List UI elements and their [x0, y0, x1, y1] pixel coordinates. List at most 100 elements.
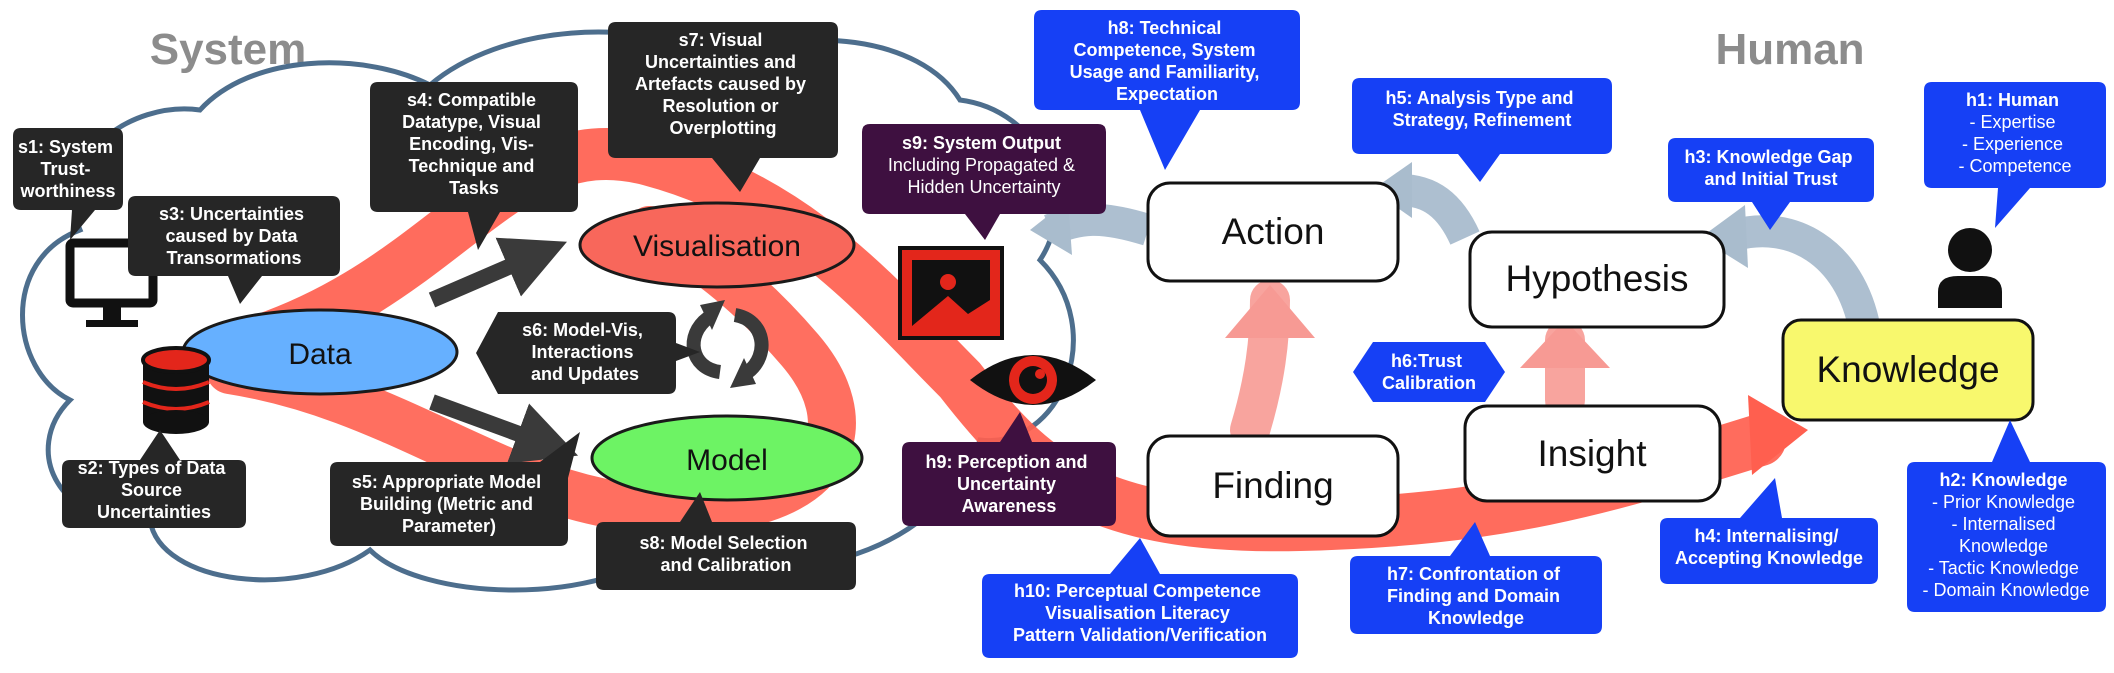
refresh-arrowhead-top	[700, 300, 725, 330]
callout-h7-line3: Knowledge	[1428, 608, 1524, 628]
svg-text:s2: Types of Data Source: s2: Types of Data Source Uncertainties	[78, 458, 231, 522]
callout-s7-line2: Uncertainties and	[645, 52, 796, 72]
database-icon	[141, 346, 211, 434]
action-node[interactable]	[1146, 181, 1400, 283]
callout-s2-line1: s2: Types of Data	[78, 458, 227, 478]
action-node-label: Action	[1222, 211, 1325, 252]
callout-s8-line2: and Calibration	[660, 555, 791, 575]
callout-s7-line1: s7: Visual	[679, 30, 763, 50]
hypothesis-node-label: Hypothesis	[1505, 258, 1688, 299]
data-node-label: Data	[288, 338, 352, 371]
callout-s4-line5: Tasks	[449, 178, 499, 198]
callout-h8-line3: Usage and Familiarity,	[1070, 62, 1260, 82]
callout-s6-line3: and Updates	[531, 364, 639, 384]
callout-s1-line1: s1: System	[18, 137, 113, 157]
callout-s7: s7: Visual Uncertainties and Artefacts c…	[608, 22, 838, 192]
svg-text:h2: Knowledge - Prior Kn: h2: Knowledge - Prior Knowledge - Intern…	[1922, 470, 2089, 600]
finding-node[interactable]	[1146, 434, 1400, 538]
callout-s7-line4: Resolution or	[662, 96, 778, 116]
callout-s8: s8: Model Selection and Calibration	[596, 492, 856, 590]
callout-s4-line2: Datatype, Visual	[402, 112, 541, 132]
knowledge-node-label: Knowledge	[1816, 349, 1999, 390]
callout-h1-item1: - Expertise	[1969, 112, 2055, 132]
svg-text:s8: Model Selection and: s8: Model Selection and Calibration	[639, 533, 812, 575]
callout-s1-line2: Trust-	[40, 159, 90, 179]
callout-h10-line1: h10: Perceptual Competence	[1014, 581, 1261, 601]
callout-h6-line1: h6:Trust	[1391, 351, 1462, 371]
callout-s3-line3: Transormations	[166, 248, 301, 268]
finding-node-label: Finding	[1212, 465, 1333, 506]
callout-s2-line2: Source	[121, 480, 182, 500]
callout-s7-line3: Artefacts caused by	[635, 74, 806, 94]
svg-text:s5: Appropriate Model Bu: s5: Appropriate Model Building (Metric a…	[352, 472, 546, 536]
callout-s4: s4: Compatible Datatype, Visual Encoding…	[370, 82, 578, 250]
red-arrowheads	[1225, 285, 1808, 475]
callout-h7-line2: Finding and Domain	[1387, 586, 1560, 606]
callout-h3-line2: and Initial Trust	[1704, 169, 1837, 189]
svg-text:h9: Perception and Uncer: h9: Perception and Uncertainty Awareness	[925, 452, 1092, 516]
svg-text:h3: Knowledge Gap and In: h3: Knowledge Gap and Initial Trust	[1684, 147, 1857, 189]
callout-h2-item3: Knowledge	[1959, 536, 2048, 556]
callout-s3-line2: caused by Data	[165, 226, 298, 246]
knowledge-to-hypothesis-arrow	[1730, 215, 1881, 334]
svg-text:h5: Analysis Type and St: h5: Analysis Type and Strategy, Refineme…	[1385, 88, 1578, 130]
callout-s5-line3: Parameter)	[402, 516, 496, 536]
callout-h5-line2: Strategy, Refinement	[1393, 110, 1572, 130]
callout-h4: h4: Internalising/ Accepting Knowledge	[1660, 478, 1878, 584]
callout-h2-title: h2: Knowledge	[1939, 470, 2067, 490]
callout-h8: h8: Technical Competence, System Usage a…	[1034, 10, 1300, 170]
callout-s1: s1: System Trust- worthiness	[13, 128, 123, 240]
callout-s9-line2: Hidden Uncertainty	[907, 177, 1060, 197]
callout-s9-title: s9: System Output	[902, 133, 1061, 153]
callout-h2-item2: - Internalised	[1951, 514, 2055, 534]
callout-s6-line1: s6: Model-Vis,	[522, 320, 643, 340]
callout-s1-line3: worthiness	[19, 181, 115, 201]
svg-text:s3: Uncertainties caused: s3: Uncertainties caused by Data Transor…	[159, 204, 309, 268]
callout-h8-line2: Competence, System	[1073, 40, 1255, 60]
callout-h4-line2: Accepting Knowledge	[1675, 548, 1863, 568]
image-icon	[898, 246, 1004, 340]
callout-h8-line4: Expectation	[1116, 84, 1218, 104]
svg-text:h1: Human - Expertise: h1: Human - Expertise - Experience - Com…	[1958, 90, 2071, 176]
callout-s2-line3: Uncertainties	[97, 502, 211, 522]
insight-node-label: Insight	[1537, 433, 1647, 474]
callout-s5: s5: Appropriate Model Building (Metric a…	[330, 432, 580, 546]
callout-h3: h3: Knowledge Gap and Initial Trust	[1668, 138, 1874, 230]
callout-s5-line2: Building (Metric and	[360, 494, 533, 514]
insight-node[interactable]	[1463, 404, 1722, 503]
callout-s9: s9: System Output Including Propagated &…	[862, 124, 1106, 240]
svg-text:s9: System Output Includ: s9: System Output Including Propagated &…	[888, 133, 1080, 197]
callout-h4-line1: h4: Internalising/	[1694, 526, 1838, 546]
callout-s4-line3: Encoding, Vis-	[409, 134, 534, 154]
callout-h10: h10: Perceptual Competence Visualisation…	[982, 538, 1298, 658]
callout-h2-item5: - Domain Knowledge	[1922, 580, 2089, 600]
data-to-model-arrow	[429, 394, 579, 464]
model-node-label: Model	[686, 444, 768, 477]
callout-h7-line1: h7: Confrontation of	[1387, 564, 1561, 584]
hypothesis-node[interactable]	[1468, 230, 1726, 329]
model-node[interactable]	[590, 414, 864, 502]
visualisation-node-label: Visualisation	[633, 230, 801, 263]
callout-s3: s3: Uncertainties caused by Data Transor…	[128, 196, 340, 304]
svg-text:h8: Technical Competence: h8: Technical Competence, System Usage a…	[1070, 18, 1265, 104]
callout-h5-line1: h5: Analysis Type and	[1385, 88, 1573, 108]
callout-s4-line1: s4: Compatible	[407, 90, 536, 110]
human-heading: Human	[1715, 25, 1864, 74]
callout-s4-line4: Technique and	[409, 156, 535, 176]
knowledge-node[interactable]	[1781, 318, 2035, 422]
visualisation-node[interactable]	[578, 201, 856, 289]
callout-h6-line2: Calibration	[1382, 373, 1476, 393]
callout-h2-item4: - Tactic Knowledge	[1928, 558, 2079, 578]
data-to-visualisation-arrow	[428, 237, 568, 308]
callout-s3-line1: s3: Uncertainties	[159, 204, 304, 224]
svg-text:h7: Confrontation of Fin: h7: Confrontation of Finding and Domain …	[1387, 564, 1565, 628]
svg-text:h10: Perceptual Competence: h10: Perceptual Competence Visualisation…	[1013, 581, 1267, 645]
person-icon	[1938, 228, 2002, 308]
callout-h1-item2: - Experience	[1962, 134, 2063, 154]
svg-text:s4: Compatible Datatype,: s4: Compatible Datatype, Visual Encoding…	[402, 90, 546, 198]
callout-s9-line1: Including Propagated &	[888, 155, 1075, 175]
callout-h2-item1: - Prior Knowledge	[1932, 492, 2075, 512]
callout-h9-line1: h9: Perception and	[925, 452, 1087, 472]
callout-h9-line2: Uncertainty	[957, 474, 1056, 494]
